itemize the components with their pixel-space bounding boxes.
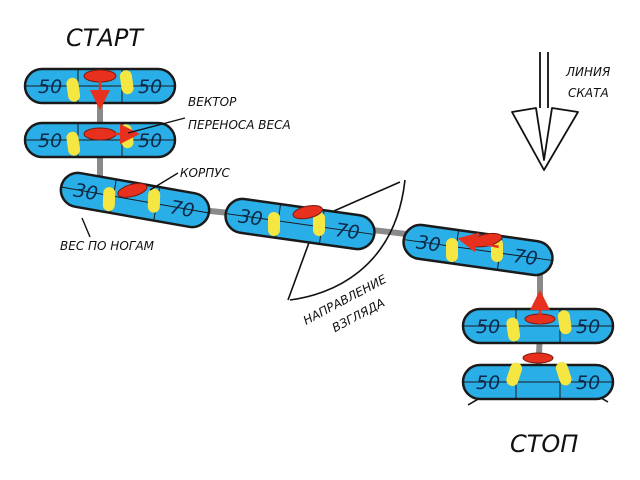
board-6: 50 50 xyxy=(461,290,615,345)
binding-right xyxy=(313,212,325,236)
board-4-left: 30 xyxy=(237,205,264,230)
fall-line-arrow xyxy=(511,52,579,171)
board-3: 30 70 xyxy=(56,168,214,232)
body-marker xyxy=(522,352,554,364)
board-3-right: 70 xyxy=(168,196,196,222)
board-5-right: 70 xyxy=(512,245,539,270)
board-7-right: 50 xyxy=(576,372,600,394)
binding-left xyxy=(268,212,280,236)
vector-callout-line xyxy=(127,117,186,134)
board-4: 30 70 xyxy=(222,195,378,253)
binding-left xyxy=(446,238,458,262)
weight-callout-line xyxy=(81,217,91,238)
board-1-left: 50 xyxy=(38,76,62,98)
fall-line-label-1: ЛИНИЯ xyxy=(565,65,611,79)
body-label: КОРПУС xyxy=(180,166,231,180)
gaze-arc xyxy=(289,179,406,301)
body-marker xyxy=(117,182,148,198)
board-6-left: 50 xyxy=(476,316,500,338)
start-label: СТАРТ xyxy=(66,24,145,52)
vector-label-2: ПЕРЕНОСА ВЕСА xyxy=(188,118,291,132)
board-1-right: 50 xyxy=(138,76,162,98)
board-7: 50 50 xyxy=(461,352,615,401)
board-2-right: 50 xyxy=(138,130,162,152)
board-3-left: 30 xyxy=(72,179,100,205)
binding-right xyxy=(147,188,161,213)
fall-line-label-2: СКАТА xyxy=(568,86,609,100)
binding-right xyxy=(555,361,572,386)
board-5-left: 30 xyxy=(415,231,442,256)
binding-left xyxy=(506,317,521,342)
board-7-left: 50 xyxy=(476,372,500,394)
binding-left xyxy=(66,131,81,156)
body-callout-line xyxy=(149,172,179,191)
weight-label: ВЕС ПО НОГАМ xyxy=(60,239,155,253)
binding-right xyxy=(119,70,134,95)
binding-left xyxy=(66,77,81,102)
binding-left xyxy=(506,362,523,386)
board-6-right: 50 xyxy=(576,316,600,338)
board-1: 50 50 xyxy=(23,67,177,110)
board-5: 30 70 xyxy=(400,221,556,279)
body-marker xyxy=(292,204,323,220)
weight-vector-arrow xyxy=(457,232,499,253)
vector-label-1: ВЕКТОР xyxy=(188,95,237,109)
board-2-left: 50 xyxy=(38,130,62,152)
binding-left xyxy=(102,187,116,212)
board-2: 50 50 xyxy=(23,121,177,159)
binding-right xyxy=(557,310,572,335)
board-4-right: 70 xyxy=(334,219,361,244)
stop-label: СТОП xyxy=(510,430,578,458)
